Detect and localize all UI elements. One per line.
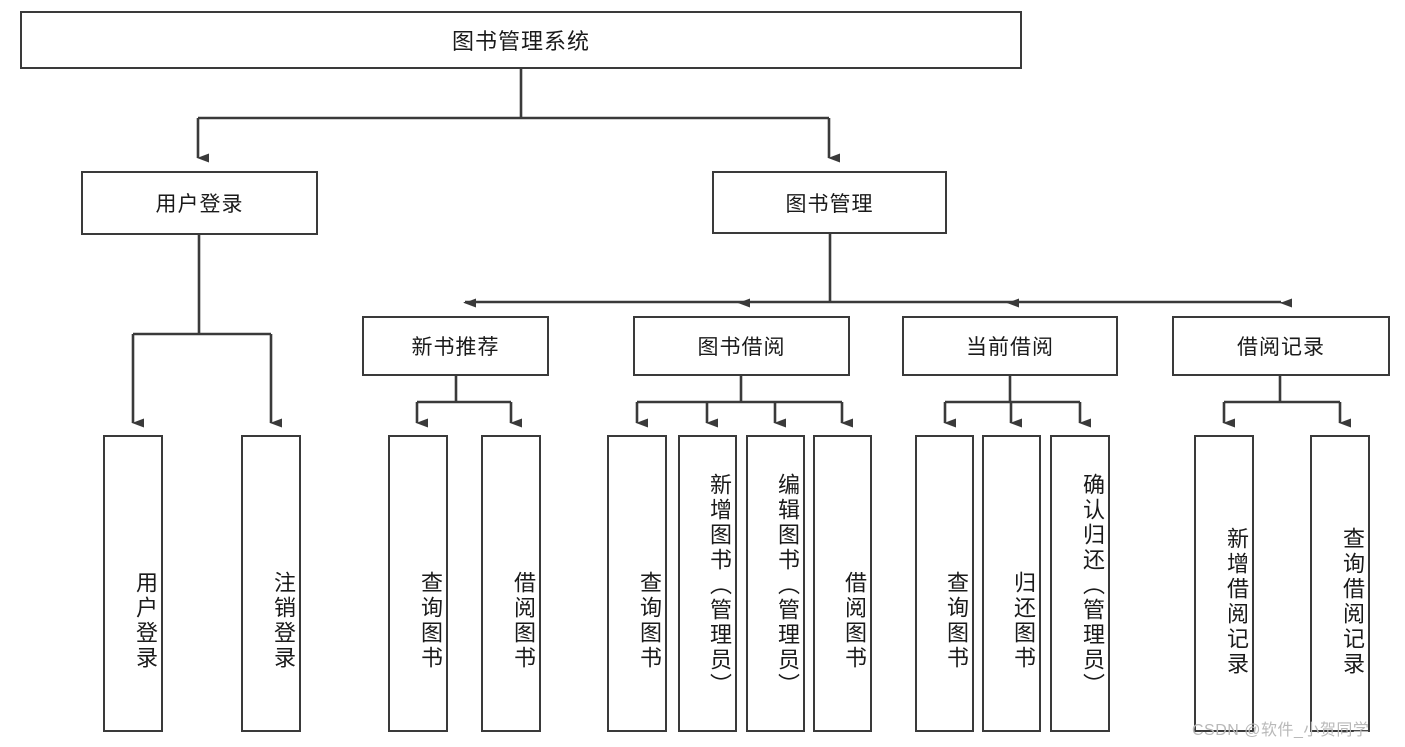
node-book-borrow[interactable]: 图书借阅 <box>633 316 850 376</box>
leaf-add-borrow-record[interactable]: 新增借阅记录 <box>1194 435 1254 732</box>
leaf-borrow-book-recommend[interactable]: 借阅图书 <box>481 435 541 732</box>
leaf-return-book[interactable]: 归还图书 <box>982 435 1041 732</box>
node-book-management[interactable]: 图书管理 <box>712 171 947 234</box>
node-user-login[interactable]: 用户登录 <box>81 171 318 235</box>
node-borrow-record[interactable]: 借阅记录 <box>1172 316 1390 376</box>
leaf-add-book-admin[interactable]: 新增图书（管理员） <box>678 435 737 732</box>
leaf-logout[interactable]: 注销登录 <box>241 435 301 732</box>
leaf-query-book-current[interactable]: 查询图书 <box>915 435 974 732</box>
leaf-user-login[interactable]: 用户登录 <box>103 435 163 732</box>
leaf-query-book-borrow[interactable]: 查询图书 <box>607 435 667 732</box>
leaf-confirm-return-admin[interactable]: 确认归还（管理员） <box>1050 435 1110 732</box>
leaf-query-book-recommend[interactable]: 查询图书 <box>388 435 448 732</box>
node-new-book-recommend[interactable]: 新书推荐 <box>362 316 549 376</box>
leaf-borrow-book-borrow[interactable]: 借阅图书 <box>813 435 872 732</box>
leaf-query-borrow-record[interactable]: 查询借阅记录 <box>1310 435 1370 732</box>
node-root[interactable]: 图书管理系统 <box>20 11 1022 69</box>
node-current-borrow[interactable]: 当前借阅 <box>902 316 1118 376</box>
leaf-edit-book-admin[interactable]: 编辑图书（管理员） <box>746 435 805 732</box>
csdn-watermark: CSDN @软件_小贺同学 <box>1192 722 1370 739</box>
